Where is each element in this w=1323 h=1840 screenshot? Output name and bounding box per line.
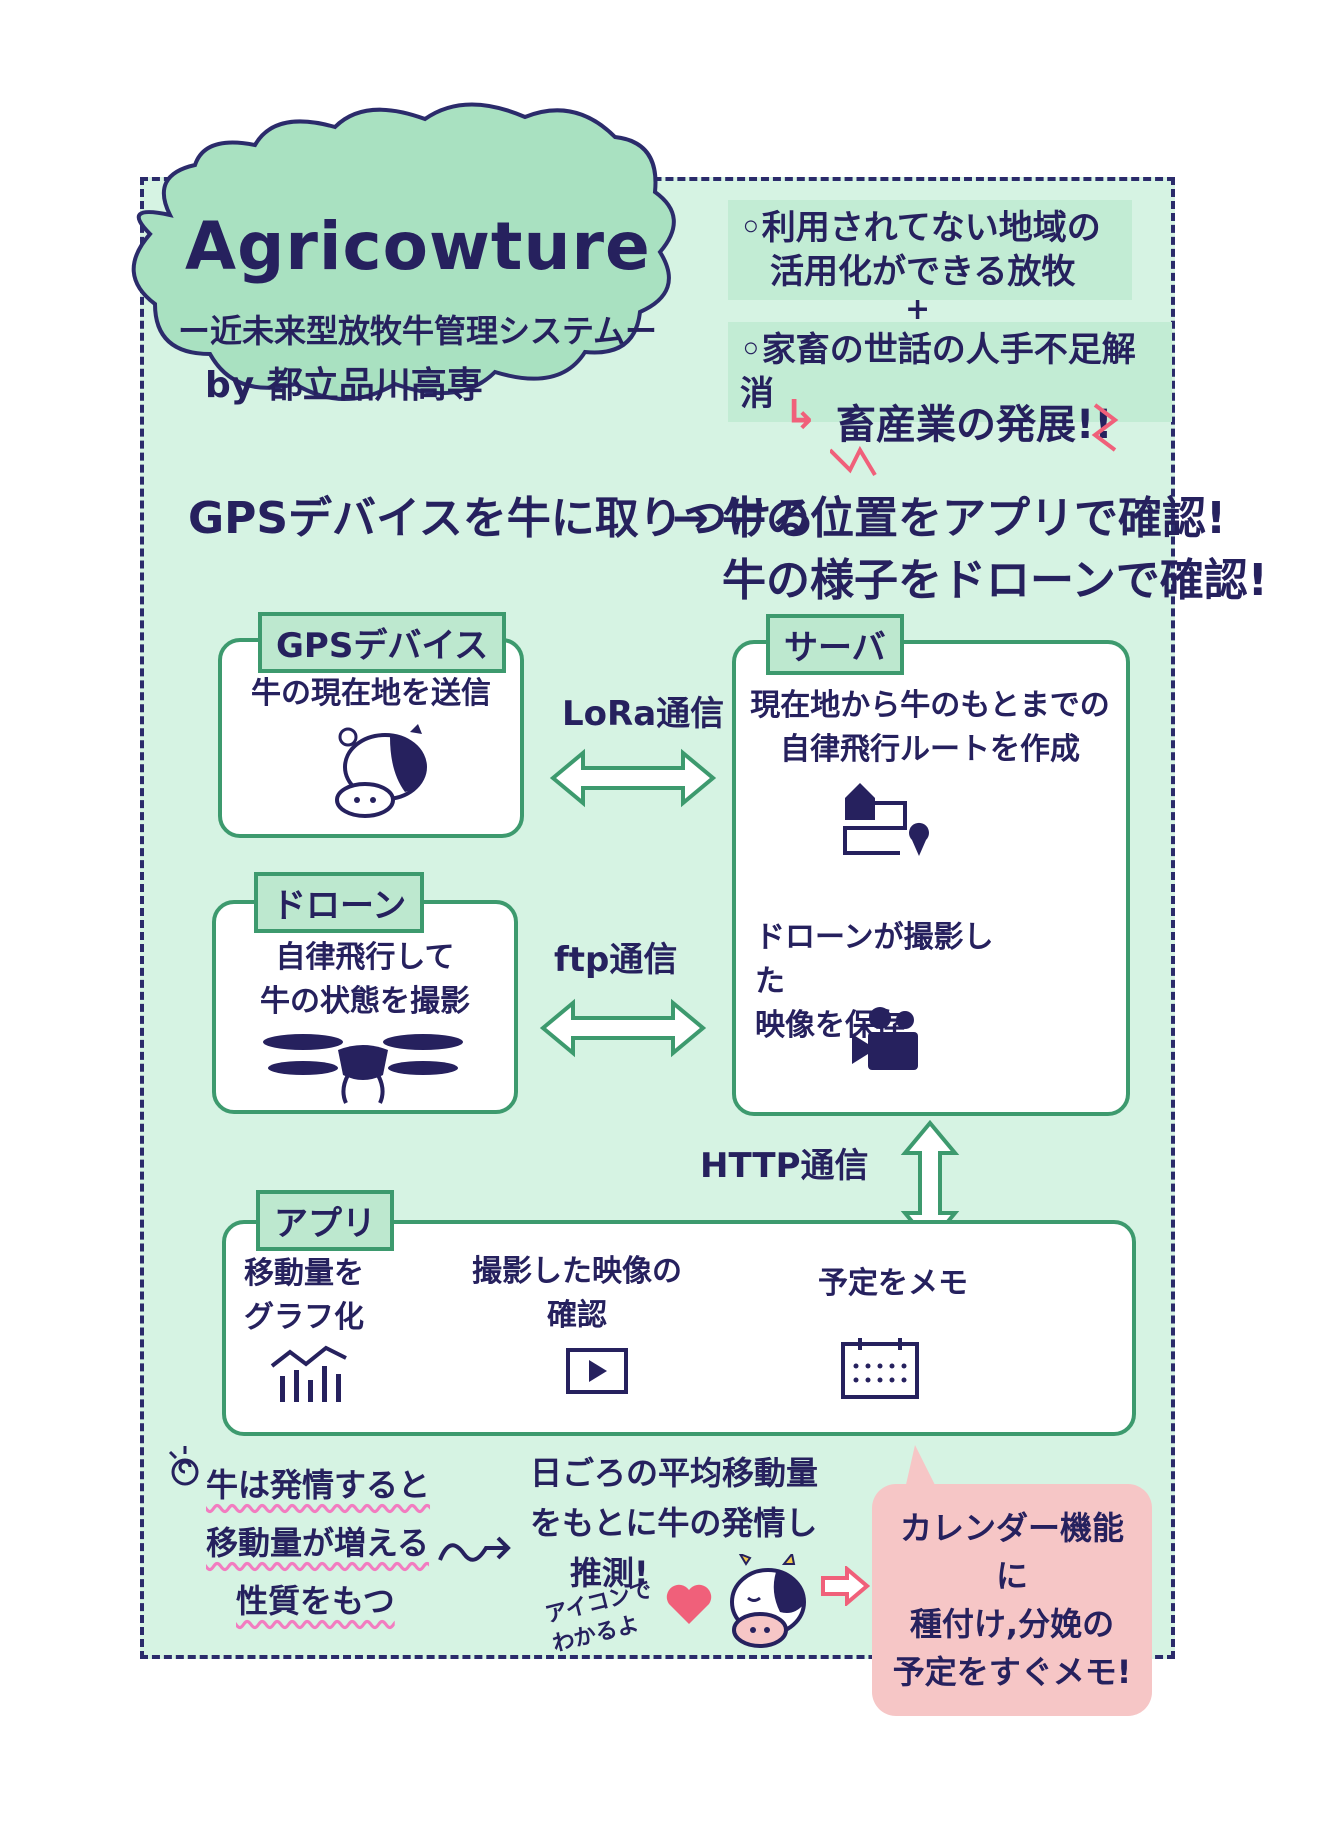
app-feature-graph: 移動量を グラフ化 — [244, 1252, 394, 1340]
server-text-1: 現在地から牛のもとまでの 自律飛行ルートを作成 — [740, 684, 1120, 772]
server-text-2-line1: ドローンが撮影した — [755, 920, 994, 999]
flow-left: GPSデバイスを牛に取りつける — [188, 493, 816, 544]
calendar-note-line2: 種付け,分娩の — [909, 1605, 1115, 1643]
http-label: HTTP通信 — [700, 1146, 869, 1186]
fact-line1: 牛は発情すると — [206, 1466, 431, 1504]
calendar-note: カレンダー機能に 種付け,分娩の 予定をすぐメモ! — [872, 1484, 1152, 1716]
benefit-1-line2: 活用化ができる放牧 — [770, 252, 1076, 292]
idea-icon — [168, 1446, 199, 1486]
result-text: 畜産業の発展!! — [836, 402, 1113, 448]
camera-icon — [852, 1007, 918, 1070]
benefit-1: ◦利用されてない地域の 活用化ができる放牧 — [728, 200, 1132, 300]
drone-text-line1: 自律飛行して — [275, 940, 455, 975]
server-box — [732, 640, 1130, 1116]
ftp-label: ftp通信 — [554, 940, 678, 980]
drone-text-line2: 牛の状態を撮影 — [260, 984, 470, 1019]
pink-arrow-icon — [821, 1566, 870, 1606]
plus-sign: + — [905, 292, 931, 327]
drone-tag: ドローン — [254, 872, 425, 933]
play-icon — [566, 1348, 628, 1394]
server-text-1-line2: 自律飛行ルートを作成 — [780, 732, 1080, 767]
calendar-note-line3: 予定をすぐメモ! — [892, 1653, 1132, 1691]
gps-device-text: 牛の現在地を送信 — [251, 676, 491, 711]
app-box — [222, 1220, 1136, 1436]
drone-box — [212, 900, 518, 1114]
flow-right-2: 牛の様子をドローンで確認! — [722, 555, 1268, 606]
bubble-tail — [905, 1445, 937, 1489]
app-feature-graph-line1: 移動量を — [244, 1256, 364, 1291]
squiggle-arrow-icon — [438, 1536, 511, 1562]
app-feature-video-line1: 撮影した映像の — [472, 1254, 682, 1289]
app-feature-video: 撮影した映像の 確認 — [462, 1250, 692, 1338]
flow-right-1: 牛の位置をアプリで確認! — [722, 493, 1227, 544]
gps-device-tag: GPSデバイス — [258, 612, 507, 673]
fact-line2: 移動量が増える — [206, 1524, 430, 1562]
flow-arrow-icon: → — [672, 493, 709, 544]
byline: by 都立品川高専 — [205, 365, 483, 406]
app-title: Agricowture — [185, 208, 651, 285]
drone-text: 自律飛行して 牛の状態を撮影 — [212, 936, 518, 1024]
cow-icon — [335, 724, 427, 818]
lora-arrow-icon — [549, 748, 717, 808]
app-feature-graph-line2: グラフ化 — [244, 1300, 364, 1335]
server-tag: サーバ — [766, 614, 904, 675]
cow-face-icon — [730, 1554, 806, 1648]
infer-text: 日ごろの平均移動量 をもとに牛の発情し 推測! — [530, 1448, 830, 1598]
server-text-1-line1: 現在地から牛のもとまでの — [750, 688, 1110, 723]
app-feature-memo: 予定をメモ — [818, 1266, 968, 1301]
subtitle: ー近未来型放牧牛管理システムー — [178, 312, 658, 350]
route-icon — [843, 783, 929, 856]
app-tag: アプリ — [256, 1190, 394, 1251]
title-cloud — [131, 102, 676, 401]
bar-chart-icon — [270, 1345, 347, 1402]
calendar-note-line1: カレンダー機能に — [899, 1509, 1124, 1595]
infer-line1: 日ごろの平均移動量 — [530, 1454, 819, 1492]
infer-line2: をもとに牛の発情し — [530, 1504, 818, 1542]
calendar-icon — [841, 1338, 919, 1399]
app-feature-video-line2: 確認 — [547, 1298, 607, 1333]
benefit-1-line1: ◦利用されてない地域の — [740, 208, 1101, 248]
zigzag-icon — [1091, 403, 1119, 452]
spark-icon — [830, 445, 877, 477]
drone-icon — [263, 1034, 463, 1104]
lora-label: LoRa通信 — [562, 694, 725, 734]
infer-line3: 推測! — [570, 1554, 649, 1592]
heart-icon — [666, 1584, 712, 1624]
result-arrow-icon: ↳ — [784, 392, 818, 438]
fact-text: 牛は発情すると 移動量が増える 性質をもつ — [206, 1456, 436, 1630]
ftp-arrow-icon — [539, 998, 707, 1058]
fact-line3: 性質をもつ — [236, 1582, 395, 1620]
